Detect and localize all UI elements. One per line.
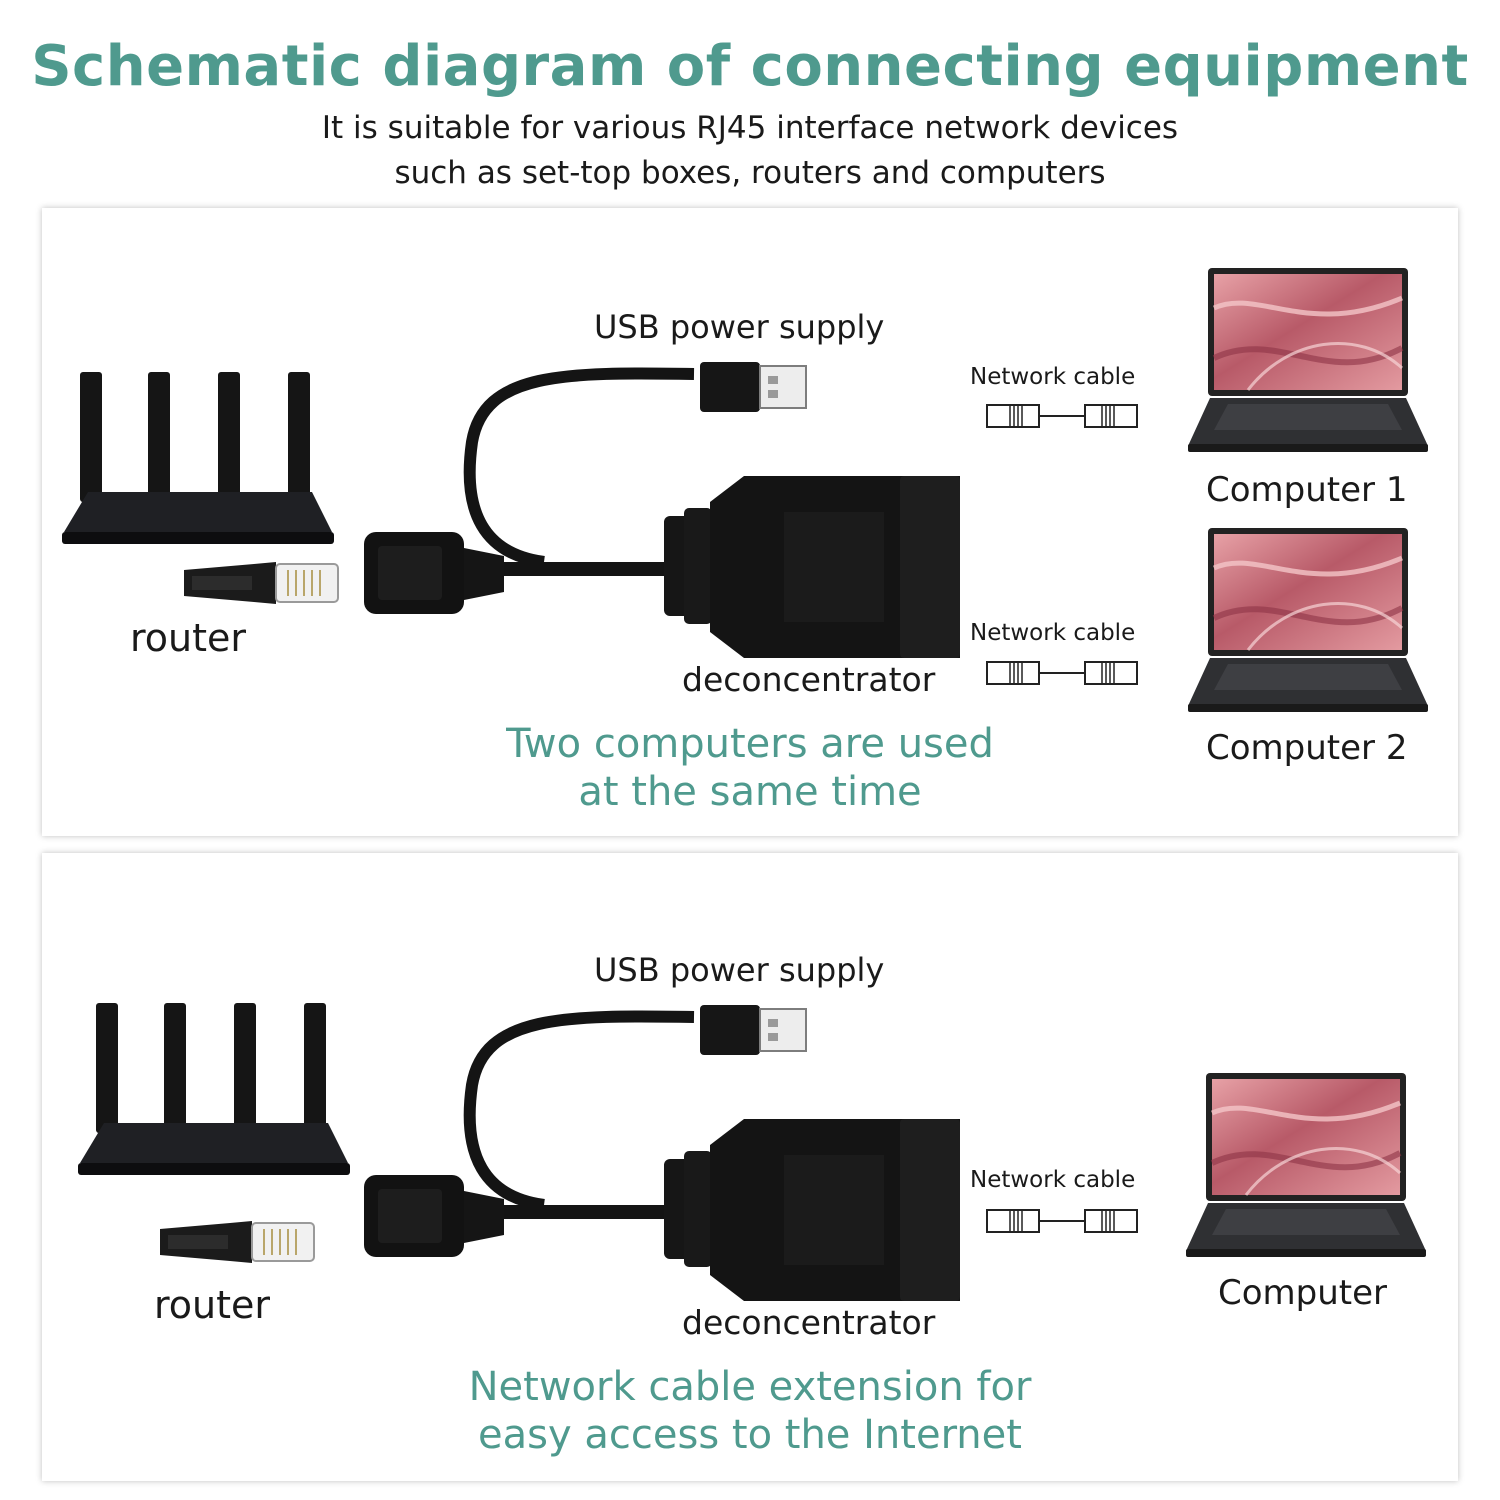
panel-two-computers: USB power supply router deconcentrator N… [42, 208, 1458, 836]
computer-label: Computer [1218, 1273, 1388, 1313]
network-cable-icon [986, 1207, 1138, 1235]
usb-power-label: USB power supply [594, 951, 885, 989]
caption-line-1: Network cable extension for [468, 1364, 1032, 1410]
deconcentrator-label: deconcentrator [682, 660, 936, 699]
laptop-icon [1188, 528, 1428, 712]
network-cable-label: Network cable [970, 364, 1136, 390]
splitter-cable-icon [364, 362, 964, 662]
network-cable-icon [986, 402, 1138, 430]
page-title: Schematic diagram of connecting equipmen… [31, 34, 1469, 99]
caption-line-1: Two computers are used [506, 721, 994, 767]
laptop-icon [1186, 1073, 1426, 1257]
caption: Two computers are used at the same time [450, 720, 1050, 816]
splitter-cable-icon [364, 1005, 964, 1305]
network-cable-icon [986, 659, 1138, 687]
network-cable-label: Network cable [970, 1167, 1136, 1193]
router-label: router [154, 1283, 271, 1327]
computer-1-label: Computer 1 [1206, 470, 1408, 510]
caption: Network cable extension for easy access … [430, 1363, 1070, 1459]
computer-2-label: Computer 2 [1206, 728, 1408, 768]
deconcentrator-label: deconcentrator [682, 1303, 936, 1342]
rj45-plug-icon [184, 558, 344, 608]
rj45-plug-icon [160, 1217, 320, 1267]
page-subtitle-line-1: It is suitable for various RJ45 interfac… [321, 110, 1179, 146]
network-cable-label: Network cable [970, 620, 1136, 646]
laptop-icon [1188, 268, 1428, 452]
page-subtitle-line-2: such as set-top boxes, routers and compu… [394, 155, 1106, 191]
panel-single-computer: USB power supply router deconcentrator N… [42, 853, 1458, 1481]
usb-power-label: USB power supply [594, 308, 885, 346]
caption-line-2: at the same time [578, 769, 922, 815]
router-icon [60, 372, 340, 552]
caption-line-2: easy access to the Internet [478, 1412, 1022, 1458]
router-icon [76, 1003, 356, 1183]
router-label: router [130, 616, 247, 660]
